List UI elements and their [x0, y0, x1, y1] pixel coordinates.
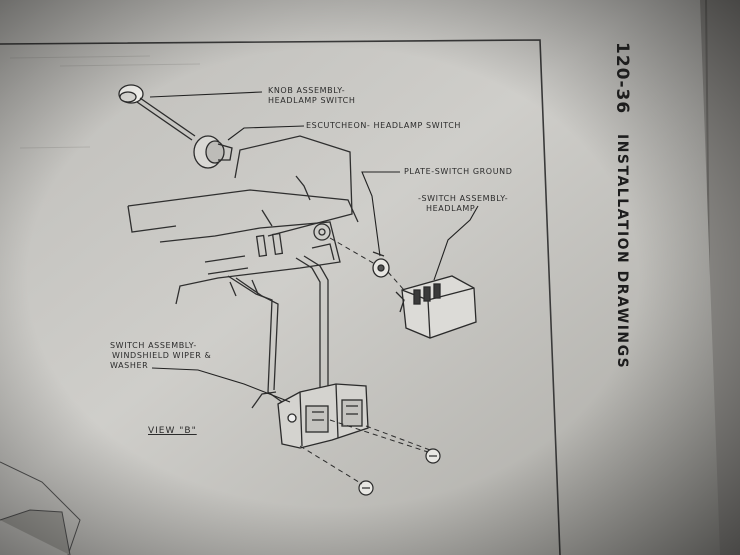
label-wiper-line1: SWITCH ASSEMBLY- — [110, 341, 197, 350]
label-wiper-line3: WASHER — [110, 361, 149, 370]
label-switch-line1: -SWITCH ASSEMBLY- — [418, 194, 509, 203]
label-knob-line1: KNOB ASSEMBLY- — [268, 86, 346, 95]
label-knob-line2: HEADLAMP SWITCH — [268, 96, 356, 105]
page-number: 120-36 — [612, 42, 632, 115]
label-switch-line2: HEADLAMP — [426, 204, 476, 213]
section-title: INSTALLATION DRAWINGS — [614, 133, 630, 369]
label-wiper-switch: SWITCH ASSEMBLY- WINDSHIELD WIPER & WASH… — [110, 341, 211, 371]
page-header: 120-36 INSTALLATION DRAWINGS — [608, 42, 632, 372]
label-plate-switch-ground: PLATE-SWITCH GROUND — [404, 167, 513, 176]
label-knob-assembly: KNOB ASSEMBLY- HEADLAMP SWITCH — [268, 86, 355, 106]
label-escutcheon: ESCUTCHEON- HEADLAMP SWITCH — [306, 121, 462, 130]
view-b-label: VIEW "B" — [148, 426, 197, 436]
label-wiper-line2: WINDSHIELD WIPER & — [112, 351, 212, 360]
label-headlamp-switch: -SWITCH ASSEMBLY- HEADLAMP — [418, 194, 508, 214]
